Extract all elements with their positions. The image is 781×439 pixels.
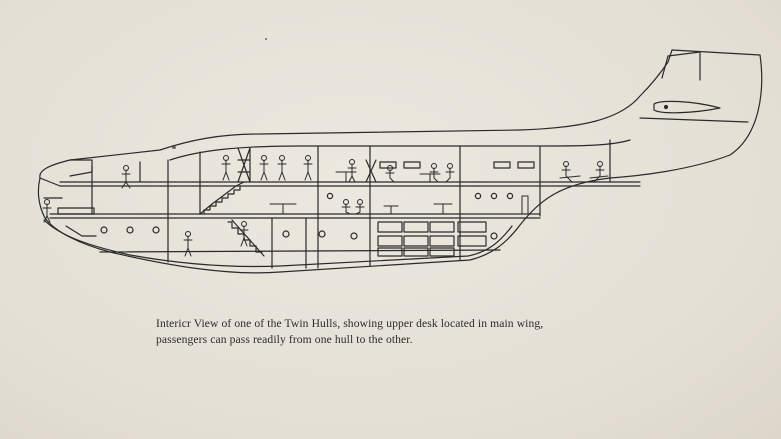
passenger-figures: [42, 155, 605, 257]
figure: [429, 163, 439, 183]
tail-horizontal-stabilizer: [653, 100, 721, 114]
figure: [239, 221, 249, 247]
lower-deck-floor: [99, 249, 501, 253]
tail-fin: [661, 51, 701, 81]
furniture: [269, 171, 609, 215]
stabilizer-hinge: [663, 104, 669, 110]
figure: [42, 199, 52, 223]
cockpit-nose: [39, 159, 97, 237]
paper-speck: [172, 146, 176, 149]
truss-braces: [237, 147, 377, 183]
figure: [221, 155, 231, 181]
figure: [277, 155, 287, 181]
upper-deck-roof: [169, 139, 631, 161]
hull-outline: [37, 49, 763, 274]
caption-line-2: passengers can pass readily from one hul…: [156, 333, 413, 346]
figure: [445, 163, 455, 183]
upper-windows: [379, 161, 535, 169]
figure: [561, 161, 573, 183]
figure: [259, 155, 269, 181]
cabin-compartments: [377, 221, 487, 257]
stairway-upper: [199, 181, 245, 215]
figure: [347, 159, 357, 183]
figure: [385, 165, 395, 183]
hull-inner-line: [43, 219, 513, 268]
illustration-caption: Intericr View of one of the Twin Hulls, …: [156, 316, 656, 348]
bulkheads: [91, 139, 611, 269]
hull-cutaway-illustration: [37, 49, 763, 274]
figure: [121, 165, 131, 189]
figure: [355, 199, 365, 215]
figure: [183, 231, 193, 257]
tail-flap-line: [639, 117, 749, 123]
paper-speck: [265, 38, 267, 40]
portholes: [100, 192, 514, 240]
figure: [303, 155, 313, 181]
caption-line-1: Intericr View of one of the Twin Hulls, …: [156, 317, 544, 330]
figure: [341, 199, 351, 215]
